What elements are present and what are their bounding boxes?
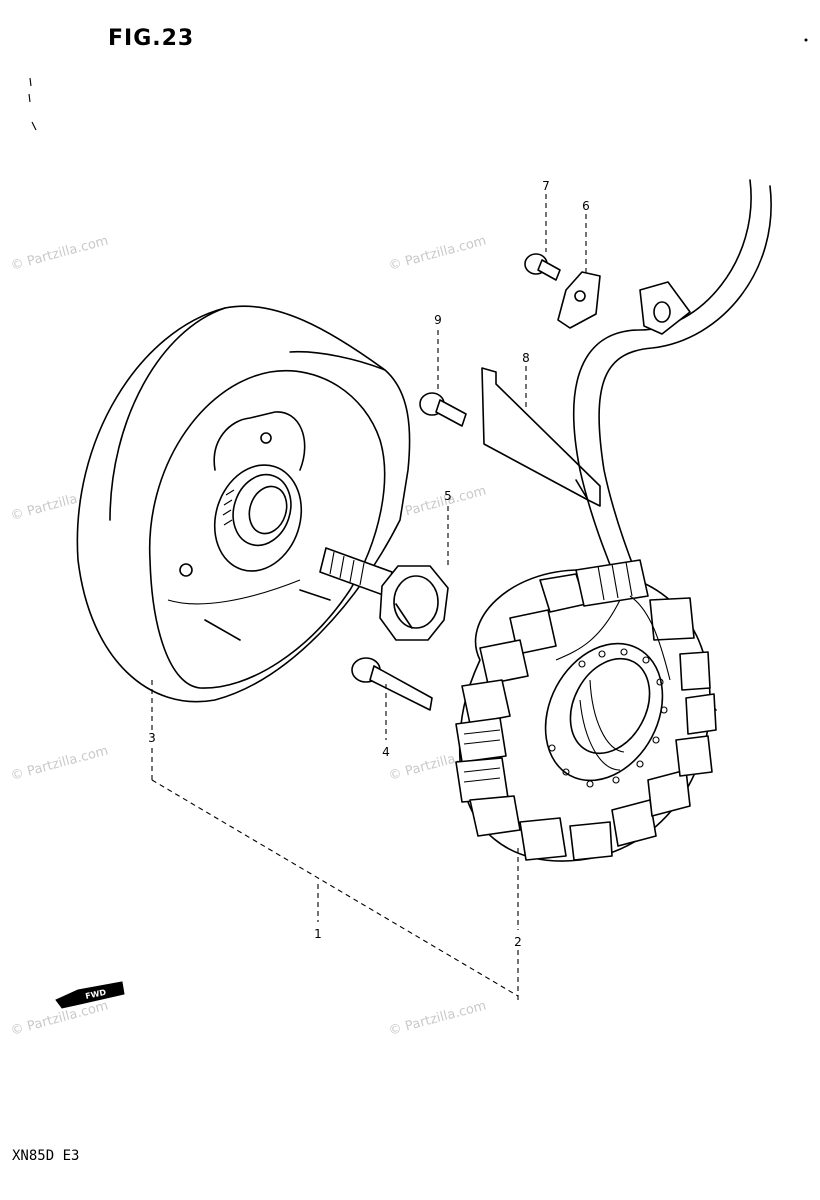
callout-2: 2 xyxy=(514,935,522,949)
callout-3: 3 xyxy=(148,731,156,745)
watermark: © Partzilla.com xyxy=(9,233,110,273)
bracket-plate xyxy=(481,367,601,507)
callout-6: 6 xyxy=(582,199,590,213)
watermark: © Partzilla.com xyxy=(9,743,110,783)
model-code: XN85D E3 xyxy=(12,1148,80,1164)
stator-coil xyxy=(455,559,717,862)
bolt xyxy=(351,657,433,711)
flange-bolt xyxy=(319,547,449,641)
callout-7: 7 xyxy=(542,179,550,193)
scan-marks xyxy=(28,38,808,131)
callout-4: 4 xyxy=(382,745,390,759)
callout-1: 1 xyxy=(314,927,322,941)
small-screw xyxy=(524,253,561,281)
cable-clamp xyxy=(557,271,601,329)
watermark: © Partzilla.com xyxy=(387,233,488,273)
callout-5: 5 xyxy=(444,489,452,503)
callout-9: 9 xyxy=(434,313,442,327)
callout-numbers: 1 2 3 4 5 6 7 8 9 xyxy=(148,179,590,949)
fwd-label: FWD xyxy=(85,988,108,1001)
flywheel-rotor xyxy=(76,305,411,703)
callout-8: 8 xyxy=(522,351,530,365)
screw xyxy=(419,392,467,427)
leader-lines xyxy=(151,194,587,1000)
figure-title: FIG.23 xyxy=(108,26,195,51)
fwd-arrow: FWD xyxy=(55,981,125,1009)
watermark: © Partzilla.com xyxy=(387,998,488,1038)
